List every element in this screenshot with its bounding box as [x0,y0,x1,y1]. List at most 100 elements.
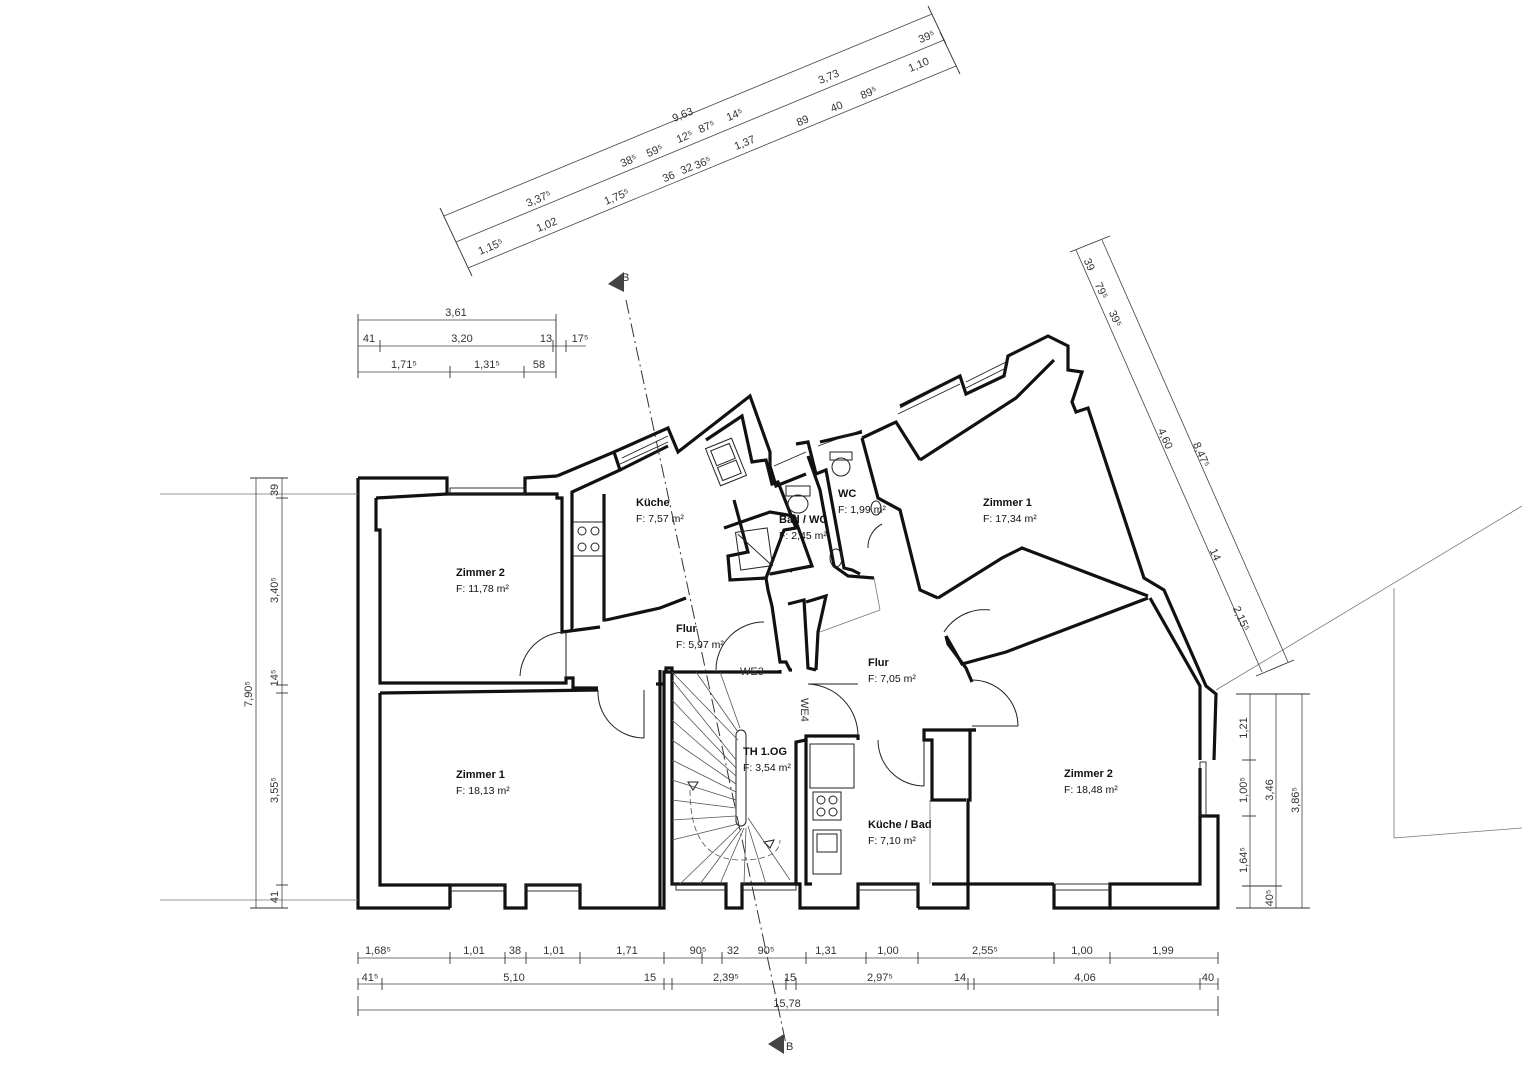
dim-total: 7,90⁵ [243,681,255,707]
window [449,487,526,495]
room-area: F: 7,05 m² [868,673,916,685]
dim-label: 41 [363,333,375,345]
dim-label: 3,46 [1264,779,1276,800]
door-swing [761,570,793,581]
dim-label: 89 [795,113,811,129]
washbasin-icon [870,500,882,516]
unit-label-we3: WE3 [740,666,764,678]
room-area: F: 17,34 m² [983,513,1037,525]
room-name: Zimmer 2 [1064,768,1113,780]
dim-label: 14 [954,972,966,984]
dim-label: 32 [727,945,739,957]
fixtures [572,437,931,884]
dim-label: 41⁵ [362,972,379,984]
dim-label: 1,01 [463,945,484,957]
site-lines [160,493,1522,901]
dim-label: 40 [829,99,845,115]
dim-label: 2,55⁵ [972,945,998,957]
dim-label: 1,00 [1071,945,1092,957]
dim-label: 39 [1081,257,1097,273]
dim-label: 4,06 [1074,972,1095,984]
sink-icon [812,829,842,875]
dim-label: 15 [644,972,656,984]
room-name: Flur [868,657,889,669]
dim-label: 13 [540,333,552,345]
section-arrow-icon [608,272,624,292]
room-area: F: 7,57 m² [636,513,684,525]
window [741,883,797,891]
door-swing [519,631,567,677]
dim-total: 8,47⁵ [1190,440,1212,469]
room-area: F: 18,13 m² [456,785,510,797]
dim-label: 1,21 [1238,717,1250,738]
dim-label: 40 [1202,972,1214,984]
dim-label: 40⁵ [1264,890,1276,907]
dim-label: 14⁵ [269,670,281,687]
room-name: Bad / WC [779,514,827,526]
stove-icon [812,791,842,821]
stair-eye [735,729,747,827]
room-name: Zimmer 2 [456,567,505,579]
room-name: Küche [636,497,670,509]
dim-label: 1,31 [815,945,836,957]
dim-label: 2,39⁵ [713,972,739,984]
room-area: F: 7,10 m² [868,835,916,847]
dim-label: 90⁵ [690,945,707,957]
dim-label: 1,68⁵ [365,945,391,957]
dim-label: 1,00 [877,945,898,957]
dim-label: 15 [784,972,796,984]
dim-label: 1,31⁵ [474,359,500,371]
left-dimensions: 39 3,40⁵ 14⁵ 3,55⁵ 41 7,90⁵ [243,477,288,909]
dim-label: 3,55⁵ [269,777,281,803]
dim-label: 59⁵ [645,142,665,160]
stair-arrow-icon [687,781,699,791]
dim-label: 5,10 [503,972,524,984]
room-area: F: 18,48 m² [1064,784,1118,796]
dim-label: 87⁵ [697,118,717,136]
window [857,883,919,891]
section-line: B B [608,272,793,1054]
dim-label: 17⁵ [572,333,589,345]
top-left-dimensions: 3,61 41 3,20 13 17⁵ 1,71⁵ 1,31⁵ 58 [357,307,589,378]
walls [356,334,1220,910]
dim-total: 9,63 [671,106,695,125]
stove-icon [572,521,604,557]
door-swing [715,621,765,671]
dim-label: 32 [679,161,695,177]
dim-label: 4,60 [1155,427,1175,451]
dim-label: 3,40⁵ [269,577,281,603]
section-label-bottom: B [786,1041,793,1053]
door-swing [597,689,645,739]
room-area: F: 2,45 m² [779,530,827,542]
right-dimensions: 1,21 1,00⁵ 1,64⁵ 40⁵ 3,46 3,86⁵ [1236,693,1310,909]
unit-label-we4: WE4 [798,698,810,722]
room-name: WC [838,488,856,500]
room-area: F: 5,97 m² [676,639,724,651]
room-name: TH 1.OG [743,746,787,758]
dim-label: 2,15⁵ [1230,604,1252,633]
washbasin-icon [829,548,843,568]
room-name: Zimmer 1 [456,769,505,781]
dim-label: 79⁵ [1092,281,1110,301]
dim-label: 39 [269,484,281,496]
dim-label: 58 [533,359,545,371]
dim-label: 1,10 [907,56,931,75]
door-swing [807,683,859,737]
dim-label: 1,99 [1152,945,1173,957]
room-name: Zimmer 1 [983,497,1032,509]
dim-label: 89⁵ [859,84,879,102]
windows [449,361,1207,892]
toilet-icon [785,485,811,514]
shower-icon [734,527,774,571]
room-area: F: 3,54 m² [743,762,791,774]
window [525,884,581,892]
stair-arrow-icon [762,839,775,849]
dim-label: 1,75⁵ [603,187,632,208]
dim-label: 1,00⁵ [1238,777,1250,803]
section-arrow-icon [768,1034,784,1054]
dim-label: 41 [269,891,281,903]
dim-label: 90⁵ [758,945,775,957]
dim-total: 3,61 [445,307,466,319]
dim-label: 36⁵ [693,154,713,172]
